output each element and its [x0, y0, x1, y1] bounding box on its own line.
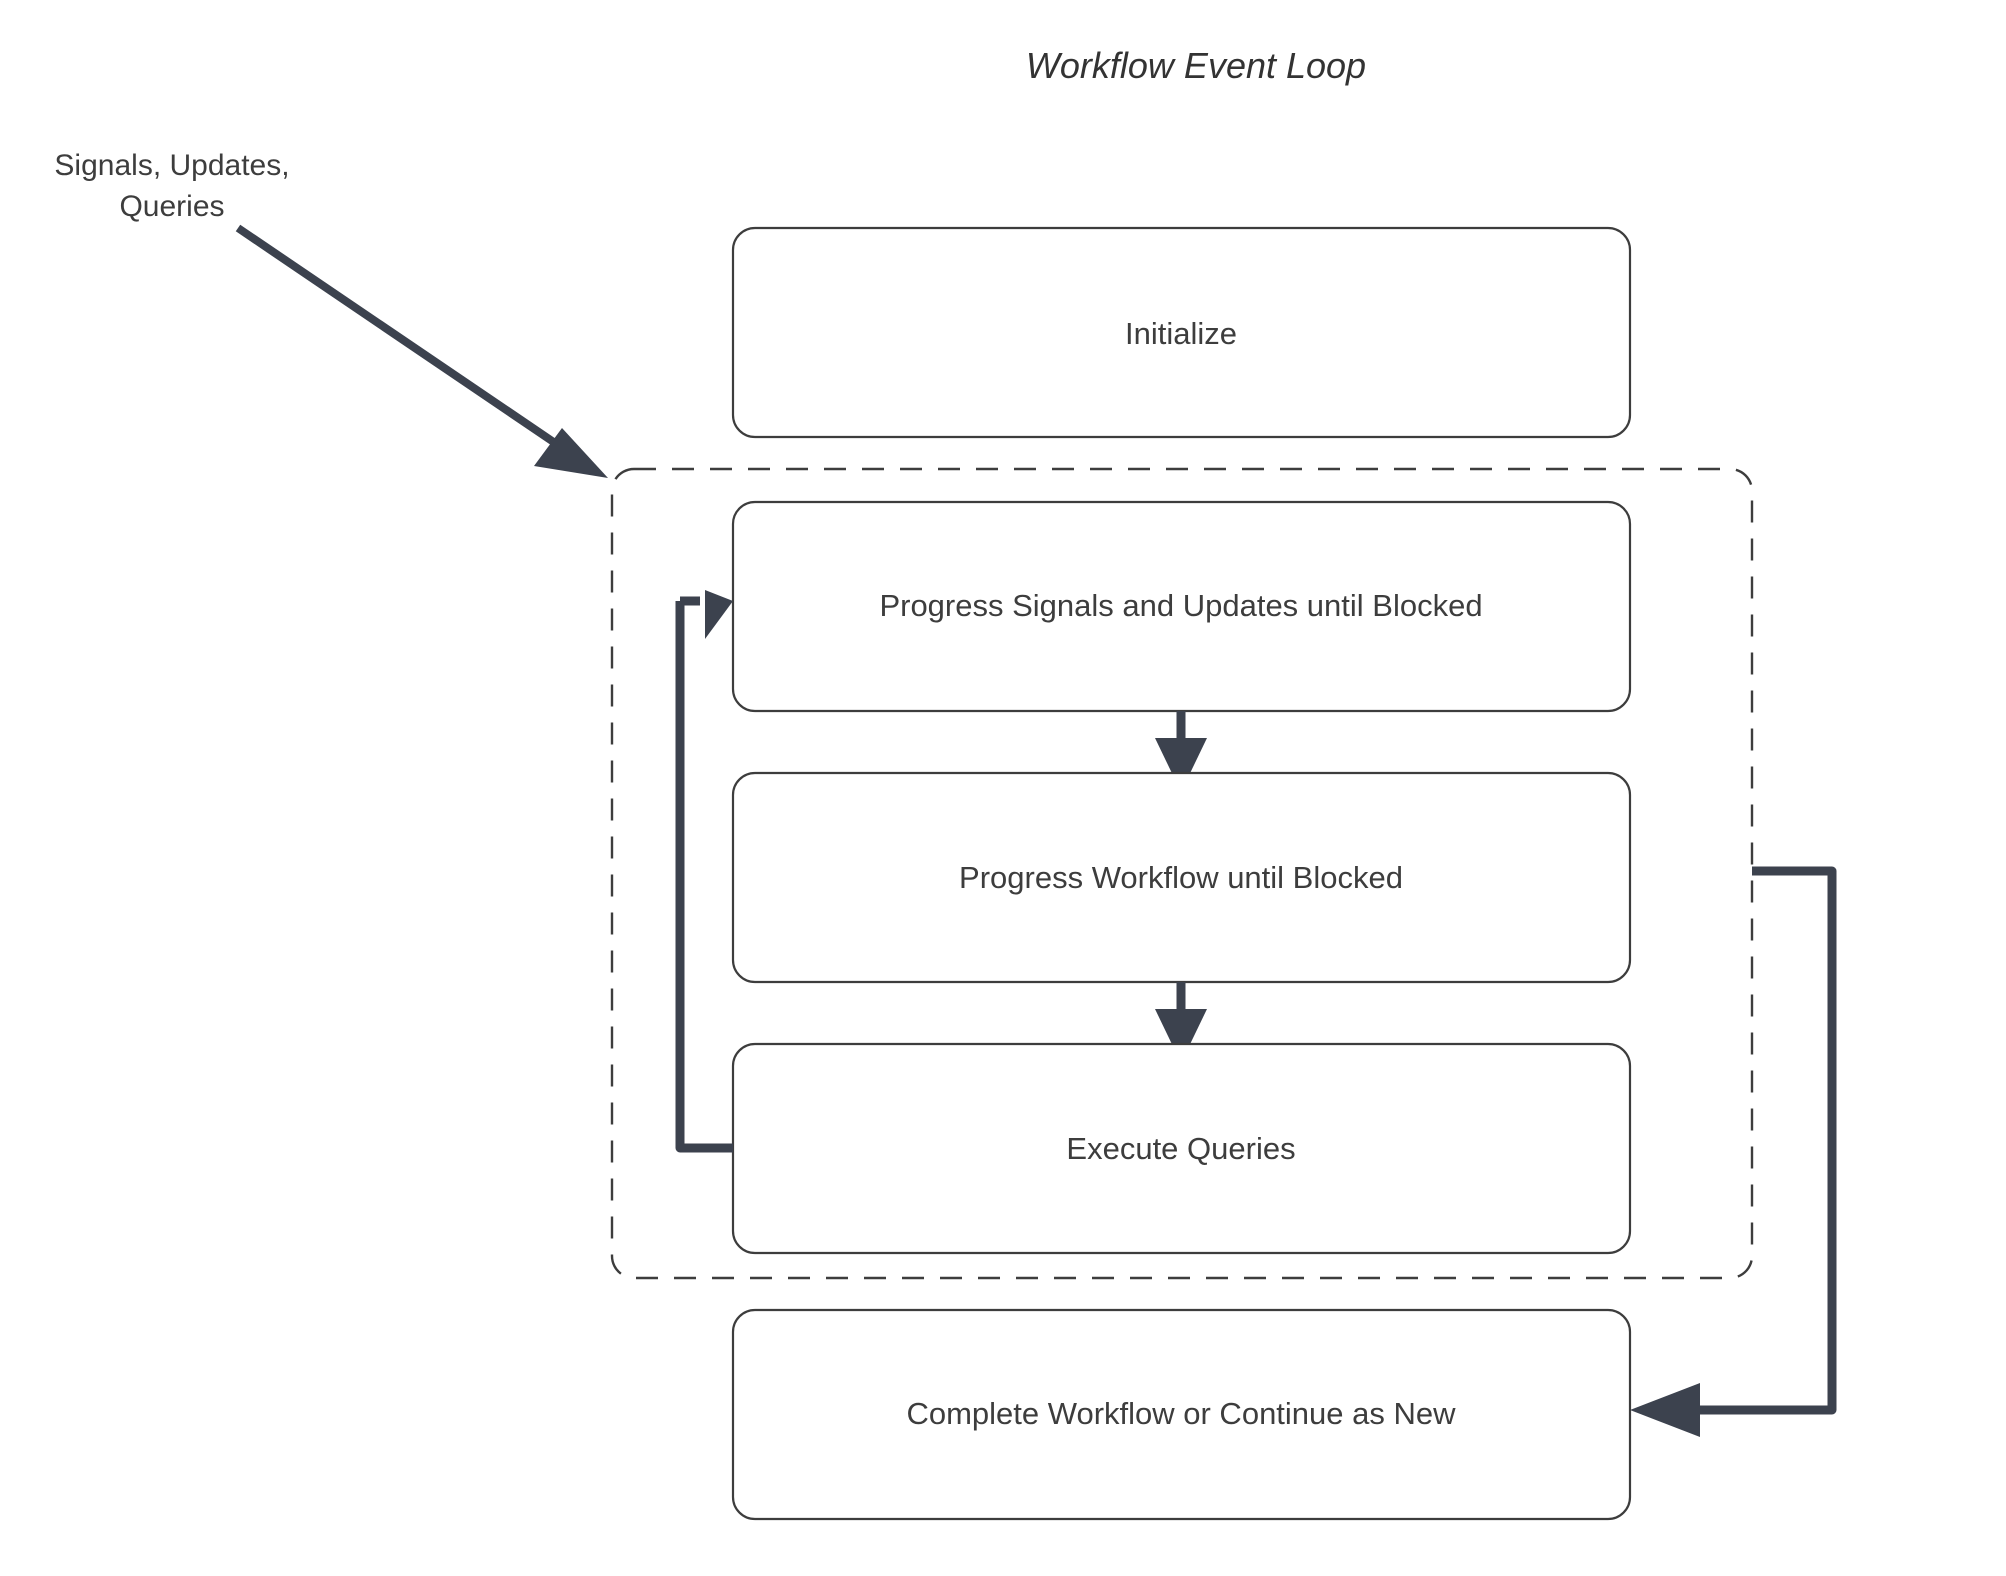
node-complete-workflow[interactable]: Complete Workflow or Continue as New — [731, 1308, 1632, 1521]
node-progress-signals-label: Progress Signals and Updates until Block… — [879, 588, 1482, 623]
arrow-loop-exit — [1630, 866, 1837, 1437]
node-complete-workflow-box — [731, 1308, 1632, 1521]
node-progress-signals[interactable]: Progress Signals and Updates until Block… — [731, 500, 1632, 713]
node-initialize[interactable]: Initialize — [731, 226, 1632, 439]
node-initialize-label: Initialize — [1125, 316, 1237, 351]
node-progress-workflow[interactable]: Progress Workflow until Blocked — [731, 771, 1632, 984]
external-input-label-line1: Signals, Updates, — [54, 149, 289, 182]
arrow-workflow-to-queries — [1155, 982, 1207, 1063]
arrow-loop-back — [675, 590, 733, 1153]
node-initialize-box — [731, 226, 1632, 439]
event-loop-group-border — [610, 467, 1754, 1280]
node-execute-queries-label: Execute Queries — [1066, 1131, 1295, 1166]
signals-input-arrow — [235, 224, 608, 478]
diagram-title: Workflow Event Loop — [1026, 45, 1366, 86]
node-complete-workflow-label: Complete Workflow or Continue as New — [906, 1396, 1456, 1431]
external-input-label-line2: Queries — [119, 190, 224, 223]
node-progress-workflow-label: Progress Workflow until Blocked — [959, 860, 1403, 895]
node-execute-queries[interactable]: Execute Queries — [731, 1042, 1632, 1255]
arrow-signals-to-workflow — [1155, 711, 1207, 792]
